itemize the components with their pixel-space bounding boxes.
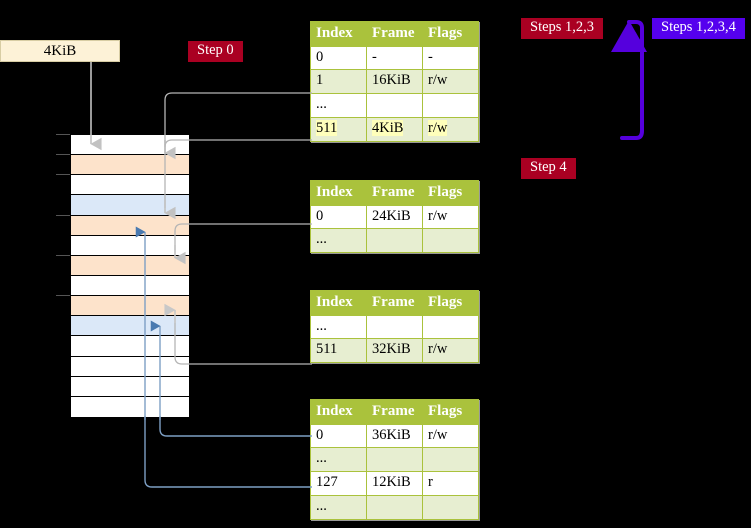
column-header-frame: Frame xyxy=(366,399,423,425)
badge-steps-1-2-3: Steps 1,2,3 xyxy=(521,18,604,39)
cell-index: ... xyxy=(310,495,367,521)
table-row: ... xyxy=(310,314,479,340)
memory-frame-row xyxy=(71,276,189,297)
badge-steps-1-2-3-4: Steps 1,2,3,4 xyxy=(652,18,745,39)
column-header-frame: Frame xyxy=(366,290,423,316)
cell-index: ... xyxy=(310,228,367,254)
cell-index: ... xyxy=(310,447,367,473)
column-header-flags: Flags xyxy=(422,399,479,425)
cell-index: 511 xyxy=(310,338,367,364)
cell-flags: r/w xyxy=(422,204,479,230)
cell-frame: 4KiB xyxy=(366,117,423,143)
memory-tick xyxy=(56,174,70,176)
cell-frame: 16KiB xyxy=(366,69,423,95)
cell-frame xyxy=(366,228,423,254)
cell-flags: r/w xyxy=(422,69,479,95)
memory-tick xyxy=(56,295,70,297)
cell-frame xyxy=(366,314,423,340)
cell-flags: r/w xyxy=(422,338,479,364)
column-header-frame: Frame xyxy=(366,21,423,47)
memory-tick xyxy=(56,154,70,156)
column-header-index: Index xyxy=(310,21,367,47)
cell-flags: r/w xyxy=(422,423,479,449)
column-header-flags: Flags xyxy=(422,290,479,316)
cell-index: 127 xyxy=(310,471,367,497)
memory-tick xyxy=(56,254,70,256)
cell-flags xyxy=(422,495,479,521)
memory-frame-row xyxy=(71,396,189,417)
memory-frame-row xyxy=(71,135,189,156)
frame-size-label-box: 4KiB xyxy=(0,40,120,62)
cell-flags xyxy=(422,314,479,340)
memory-frame-row xyxy=(71,316,189,337)
table-row: ... xyxy=(310,228,479,254)
memory-frame-row xyxy=(71,336,189,357)
memory-frame-row xyxy=(71,195,189,216)
cell-index: ... xyxy=(310,314,367,340)
cell-index: ... xyxy=(310,93,367,119)
cell-index: 0 xyxy=(310,204,367,230)
cell-frame xyxy=(366,93,423,119)
physical-memory-column xyxy=(70,134,190,417)
violet-loop-arrow xyxy=(611,20,647,140)
table-row: 0-- xyxy=(310,45,479,71)
table-row: ... xyxy=(310,447,479,473)
column-header-index: Index xyxy=(310,399,367,425)
badge-step-0: Step 0 xyxy=(188,41,243,62)
cell-flags xyxy=(422,447,479,473)
memory-tick xyxy=(56,214,70,216)
column-header-flags: Flags xyxy=(422,180,479,206)
cell-frame: 12KiB xyxy=(366,471,423,497)
cell-flags: - xyxy=(422,45,479,71)
table-row: ... xyxy=(310,495,479,521)
cell-flags: r/w xyxy=(422,117,479,143)
cell-frame: - xyxy=(366,45,423,71)
cell-frame: 24KiB xyxy=(366,204,423,230)
column-header-frame: Frame xyxy=(366,180,423,206)
wire-table2-row0-to-memory xyxy=(174,223,312,265)
table-row: ... xyxy=(310,93,479,119)
cell-index: 511 xyxy=(310,117,367,143)
cell-frame xyxy=(366,447,423,473)
cell-flags xyxy=(422,228,479,254)
memory-tick xyxy=(56,134,70,135)
cell-frame: 32KiB xyxy=(366,338,423,364)
memory-frame-row xyxy=(71,235,189,256)
badge-step-4: Step 4 xyxy=(521,158,576,179)
memory-frame-row xyxy=(71,296,189,317)
column-header-index: Index xyxy=(310,290,367,316)
cell-frame xyxy=(366,495,423,521)
cell-flags: r xyxy=(422,471,479,497)
column-header-flags: Flags xyxy=(422,21,479,47)
cell-index: 1 xyxy=(310,69,367,95)
memory-frame-row xyxy=(71,215,189,236)
memory-frame-row xyxy=(71,356,189,377)
wire-table3-row511-to-memory xyxy=(164,303,312,365)
cell-index: 0 xyxy=(310,45,367,71)
cell-flags xyxy=(422,93,479,119)
memory-frame-row xyxy=(71,155,189,176)
cell-index: 0 xyxy=(310,423,367,449)
cell-frame: 36KiB xyxy=(366,423,423,449)
memory-frame-row xyxy=(71,175,189,196)
memory-frame-row xyxy=(71,255,189,276)
memory-frame-row xyxy=(71,376,189,397)
column-header-index: Index xyxy=(310,180,367,206)
